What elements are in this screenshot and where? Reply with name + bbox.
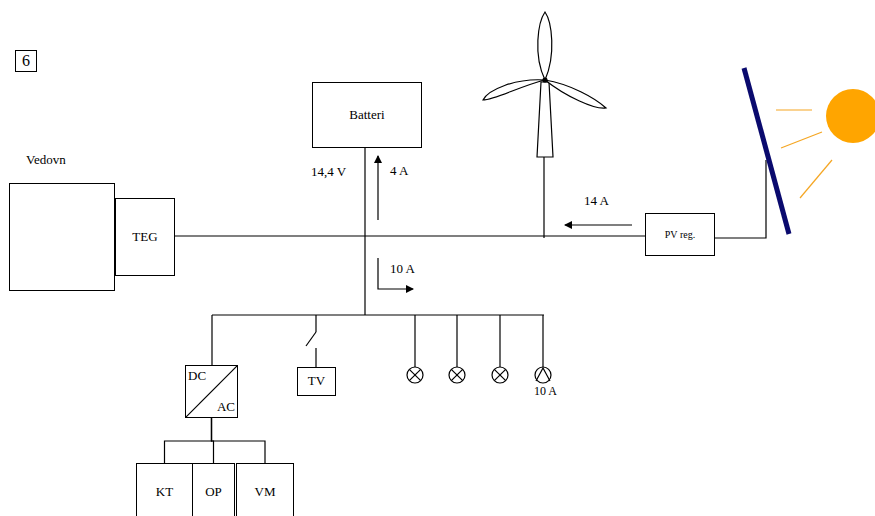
load-box: VM [236,463,294,516]
sun-rays [776,110,832,198]
current-label: 14 A [583,194,610,208]
inverter-feed [211,315,212,365]
number-box: 6 [15,50,37,72]
tv-wire [315,348,316,367]
stove-box: Vedovn [9,183,115,291]
voltage-label: 14,4 V [310,165,347,179]
load-box: OP [192,463,235,516]
box-label: KT [137,485,192,499]
box-label: OP [193,485,234,499]
inverter-box: DC AC [185,365,238,418]
turbine-blades [483,12,606,108]
current-label: 4 A [389,164,409,178]
solar-panel [744,68,789,234]
current-arrow [565,224,632,225]
turbine-tower [537,82,553,157]
box-label: TV [308,374,325,388]
load-box: KT [136,463,193,516]
current-label: 10 A [389,262,416,276]
box-label: VM [237,485,293,499]
current-label: 10 A [533,385,558,398]
lamp-symbol [407,367,508,383]
wire-connector [165,418,212,463]
wire-connector [175,235,645,236]
turbine-wire [543,157,544,238]
box-label: PV reg. [665,229,695,240]
box-label: DC [188,369,206,383]
load-bus [212,314,544,315]
box-label: Batteri [349,108,384,122]
current-arrow [377,156,378,220]
box-label: AC [217,400,235,414]
battery-box: Batteri [312,82,422,148]
switch-blade [306,332,316,346]
box-label: TEG [132,230,157,244]
stove-heading: Vedovn [26,153,66,167]
battery-wire [364,148,365,315]
pump-symbol [535,367,551,383]
switch-wire [315,315,316,332]
tv-box: TV [297,367,336,396]
box-label: 6 [22,52,30,70]
teg-box: TEG [115,198,175,276]
wire-connector [212,418,266,463]
pv-wire [715,160,766,238]
sun [826,89,875,143]
regulator-box: PV reg. [645,213,715,256]
